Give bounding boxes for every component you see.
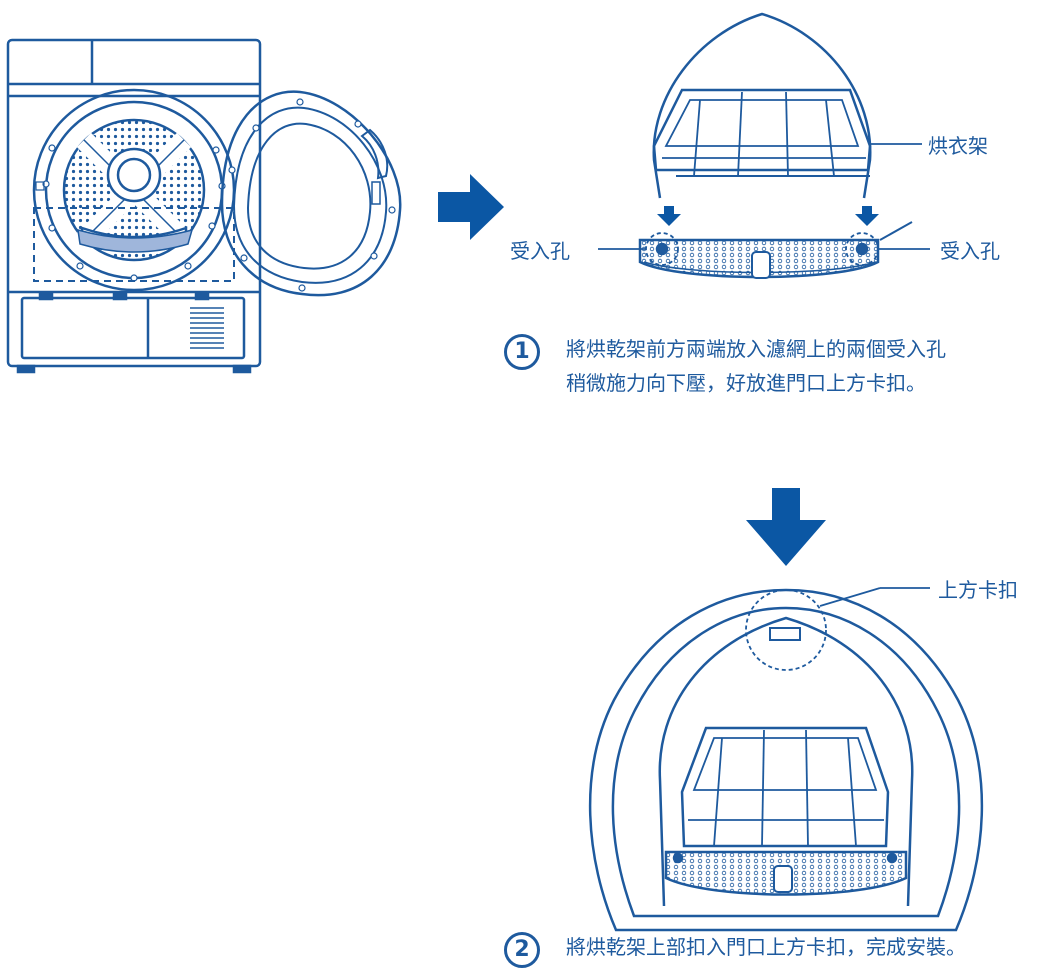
step-1-text-line1: 將烘乾架前方兩端放入濾網上的兩個受入孔 (566, 337, 946, 361)
arrow-down-icon (657, 206, 681, 226)
arrow-right-icon (438, 174, 504, 240)
rack-label: 烘衣架 (928, 134, 988, 158)
step-2-number: 2 (504, 932, 540, 968)
step-1-number: 1 (504, 334, 540, 370)
filter-highlight-box (33, 207, 235, 282)
receiving-hole-label-right: 受入孔 (940, 239, 1000, 263)
receiving-hole-label-left: 受入孔 (510, 239, 570, 263)
rack-installed-illustration (588, 587, 984, 932)
step-1-text-line2: 稍微施力向下壓，好放進門口上方卡扣。 (566, 371, 926, 395)
dryer-illustration (6, 38, 402, 374)
dryer-body (6, 38, 262, 368)
top-clip-label: 上方卡扣 (938, 578, 1018, 602)
arrow-down-icon (855, 206, 879, 226)
arrow-down-icon (746, 488, 826, 566)
dryer-door (220, 90, 402, 297)
rack-top-illustration (598, 12, 930, 279)
vent-grille (190, 307, 224, 349)
step-2-text-line1: 將烘乾架上部扣入門口上方卡扣，完成安裝。 (566, 935, 966, 959)
